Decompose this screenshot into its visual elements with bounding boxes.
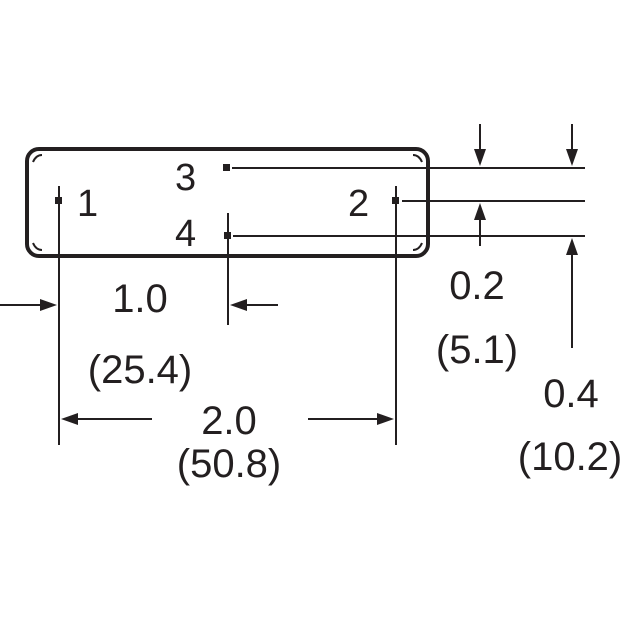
row-span-arrow-bottom-head [566,238,578,255]
pin-4-label: 4 [175,213,196,255]
row-offset-arrow-bottom-head [474,203,486,220]
span-mm-label: (50.8) [177,442,282,486]
pitch-inch-label: 1.0 [112,277,168,321]
span-inch-label: 2.0 [201,399,257,443]
pin-3-label: 3 [175,157,196,199]
pin-3-marker [223,164,230,171]
corner-mark-bottom-right [412,242,423,251]
pitch-arrow-left-head [40,299,57,311]
corner-mark-top-left [32,154,43,163]
pitch-arrow-right-head [230,299,247,311]
row-span-inch-label: 0.4 [543,372,599,416]
pin-2-label: 2 [348,183,369,225]
row-offset-mm-label: (5.1) [436,328,518,372]
pin-1-label: 1 [77,183,98,225]
span-arrow-right-head [377,413,394,425]
row-span-arrow-top-head [566,149,578,166]
row-span-mm-label: (10.2) [518,435,623,479]
span-arrow-left-head [61,413,78,425]
corner-mark-top-right [412,154,423,163]
row-offset-arrow-top-head [474,149,486,166]
corner-mark-bottom-left [32,242,43,251]
row-offset-inch-label: 0.2 [449,264,505,308]
pitch-mm-label: (25.4) [88,348,193,392]
